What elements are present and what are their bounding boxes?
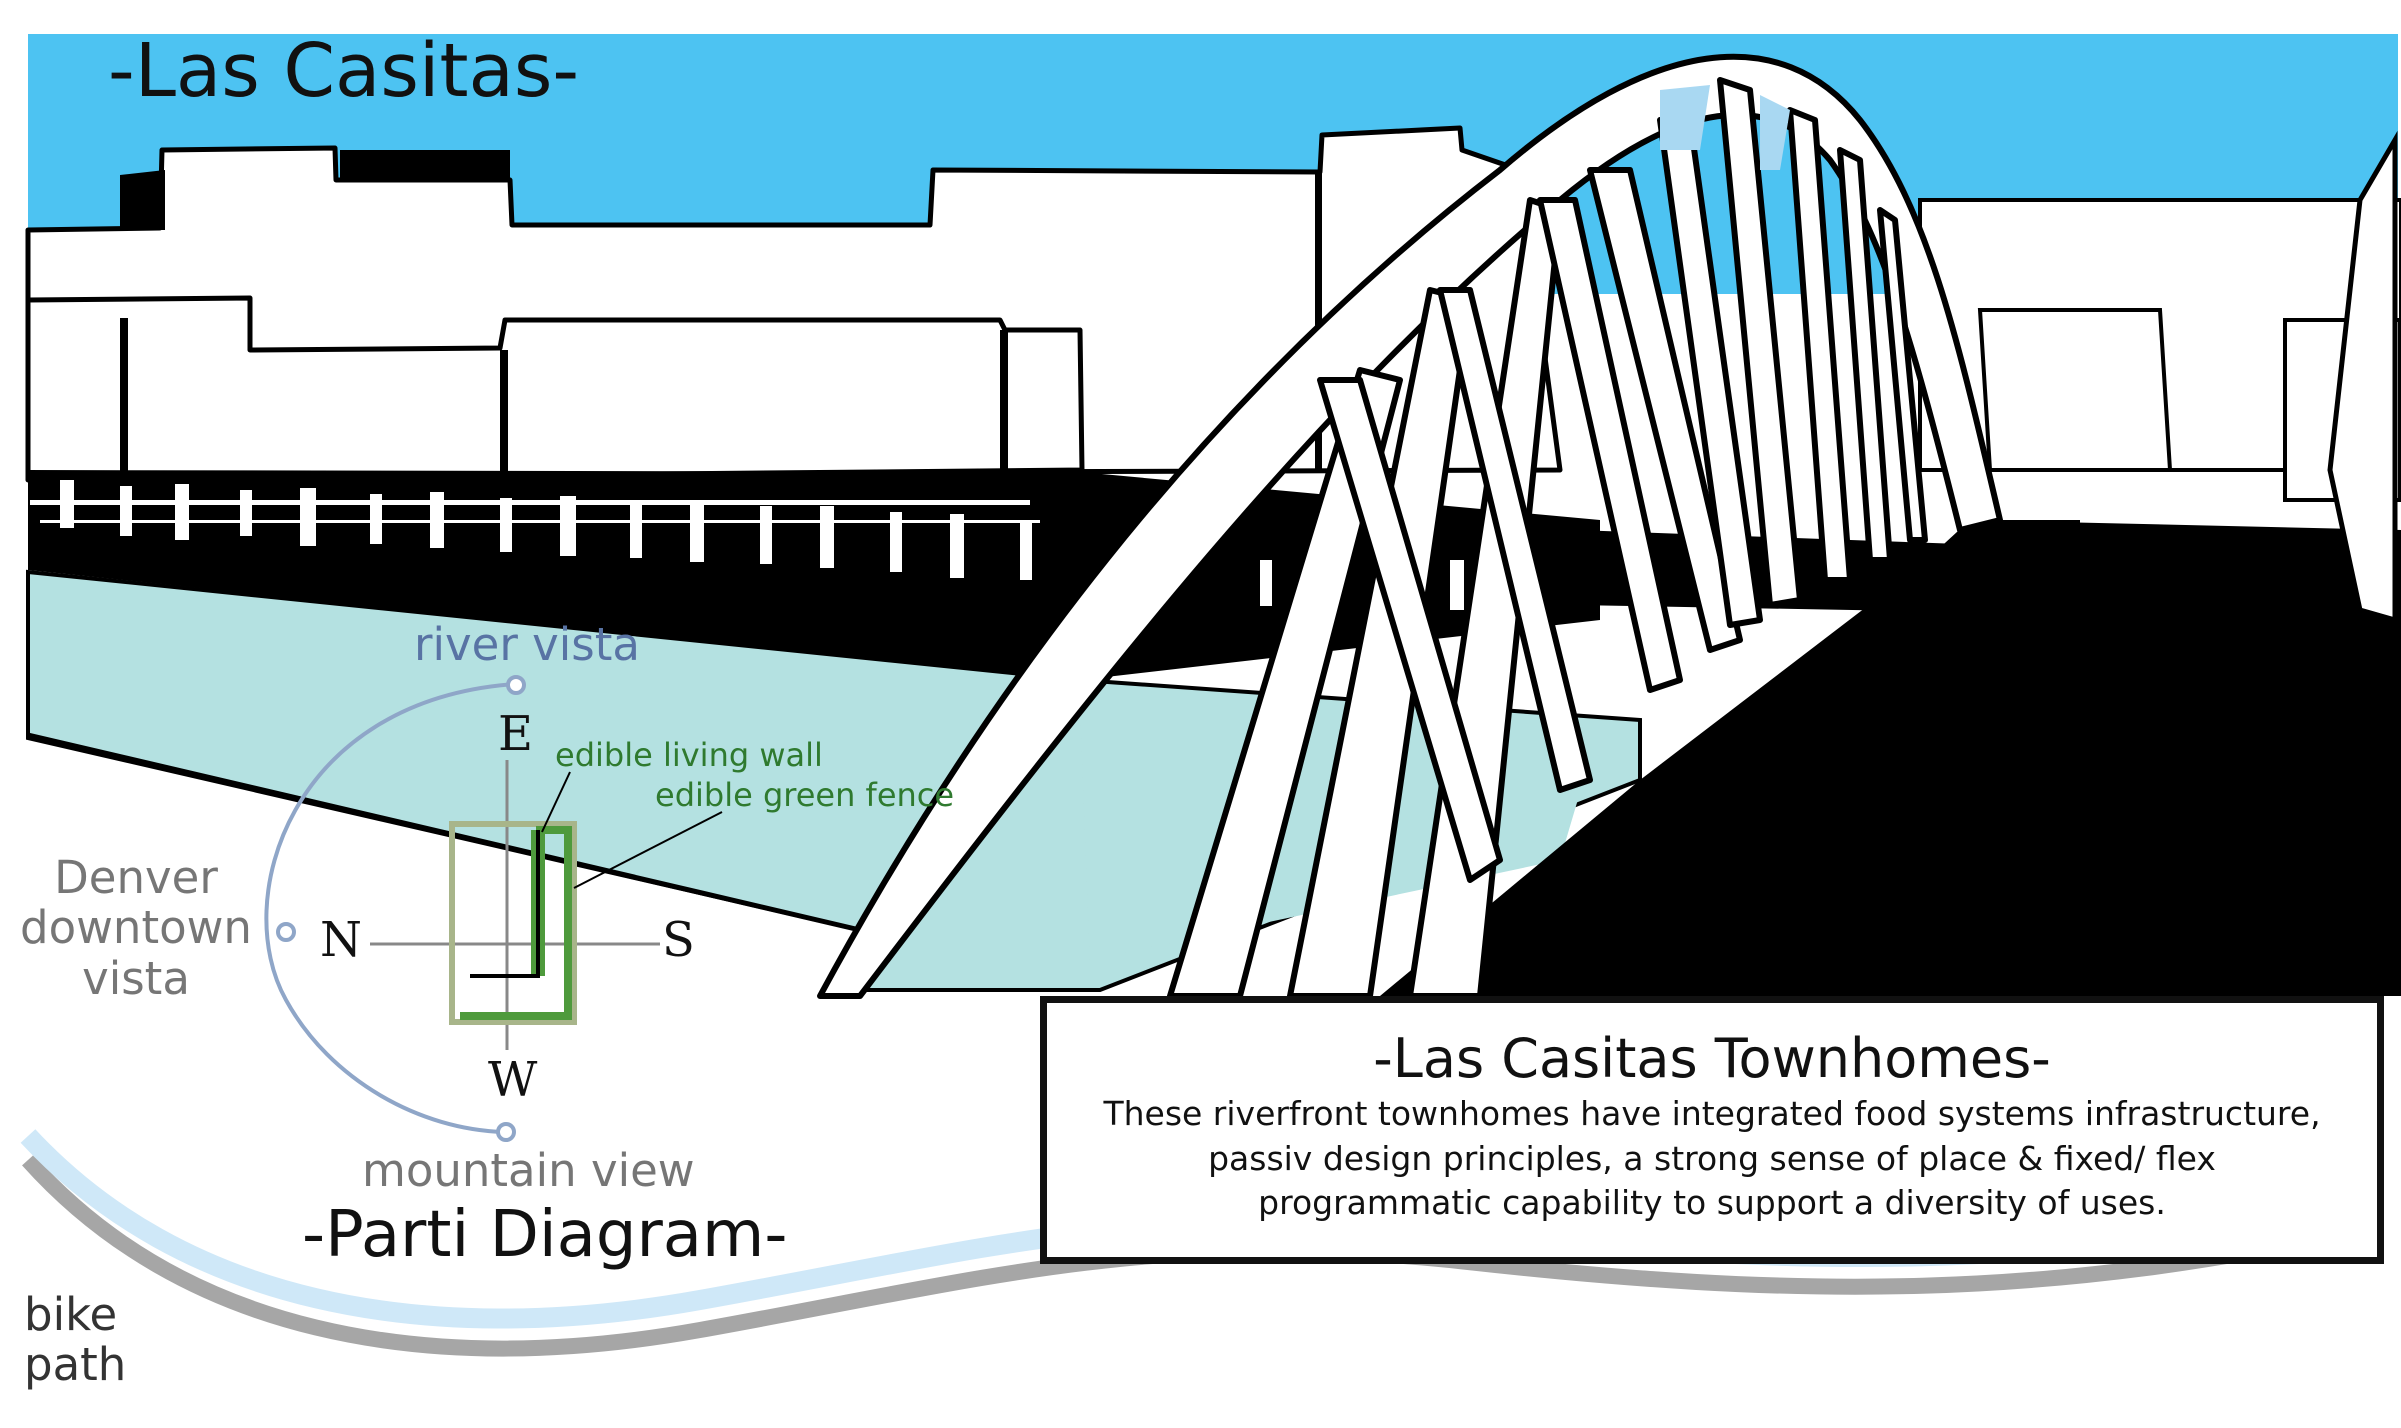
green-fence-label: edible green fence	[655, 776, 955, 814]
bridge-sky-gaps	[1660, 85, 1790, 170]
building-shading	[120, 150, 1322, 480]
townhome-blocks	[25, 125, 1563, 483]
site-footprint	[449, 821, 577, 1025]
parti-diagram-title: -Parti Diagram-	[302, 1198, 788, 1272]
info-panel-description: These riverfront townhomes have integrat…	[1103, 1094, 2321, 1222]
page-title: -Las Casitas-	[108, 28, 580, 114]
building-outline	[470, 830, 540, 978]
vista-arc	[264, 682, 516, 1134]
far-buildings	[1918, 198, 2401, 502]
bridge-truss	[817, 53, 2003, 999]
bike-path-label: bike path	[24, 1288, 127, 1392]
river-vista-label: river vista	[414, 618, 640, 671]
downtown-vista-label: Denver downtown vista	[20, 851, 252, 1005]
living-wall-label: edible living wall	[555, 736, 823, 774]
bridge-far-arch	[2327, 130, 2398, 624]
downtown-vista-node	[276, 922, 296, 942]
compass-east: E	[498, 706, 534, 762]
compass-west: W	[488, 1052, 538, 1108]
compass-south: S	[662, 912, 695, 968]
info-panel-title: -Las Casitas Townhomes-	[1373, 1027, 2051, 1090]
river-vista-node	[506, 675, 526, 695]
compass-north: N	[320, 912, 362, 968]
mountain-view-node	[496, 1122, 516, 1142]
townhomes-info-panel: -Las Casitas Townhomes- These riverfront…	[1040, 996, 2384, 1264]
green-fence-leader	[573, 811, 723, 889]
river-bank	[27, 732, 861, 933]
green-fence-hedge	[460, 826, 572, 1020]
mountain-view-label: mountain view	[362, 1144, 695, 1197]
bridge-deck-near	[1380, 520, 2080, 996]
living-wall-leader	[541, 771, 571, 833]
